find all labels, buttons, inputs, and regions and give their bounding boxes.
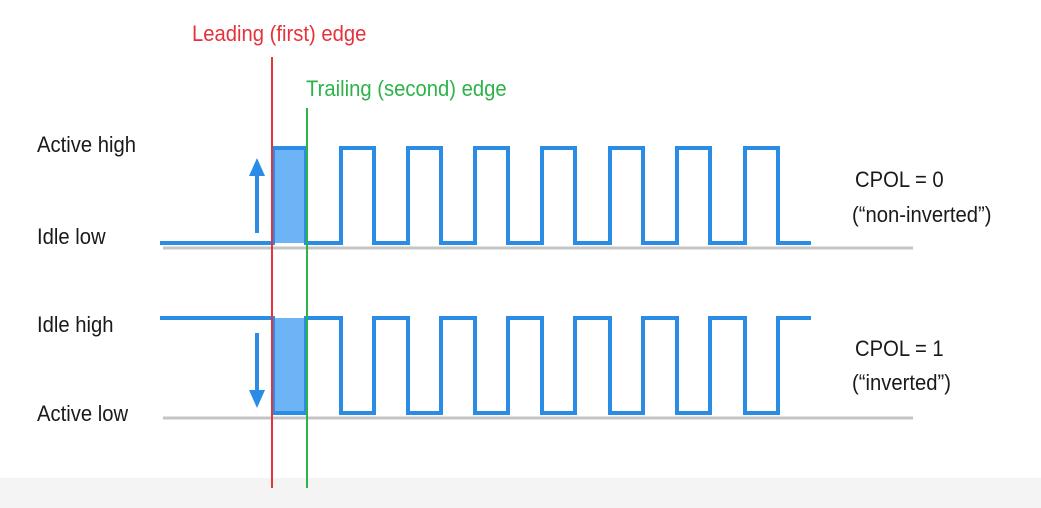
up-arrow-icon [249,158,265,233]
active-high-label: Active high [37,132,137,157]
idle-low-label: Idle low [37,224,106,249]
cpol0-clock-waveform [160,146,811,245]
cpol1-note: (“inverted”) [852,370,951,395]
cpol1-clock-waveform [160,316,811,415]
cpol0-label: CPOL = 0 [855,167,944,192]
cpol1-first-pulse-highlight [273,318,306,413]
active-low-label: Active low [37,401,129,426]
down-arrow-icon [249,333,265,408]
idle-high-label: Idle high [37,312,114,337]
cpol0-note: (“non-inverted”) [852,202,992,227]
bottom-strip [0,478,1041,508]
trailing-edge-label: Trailing (second) edge [306,76,507,101]
cpol0-first-pulse-highlight [273,148,306,243]
cpol1-label: CPOL = 1 [855,336,944,361]
leading-edge-label: Leading (first) edge [192,21,367,46]
